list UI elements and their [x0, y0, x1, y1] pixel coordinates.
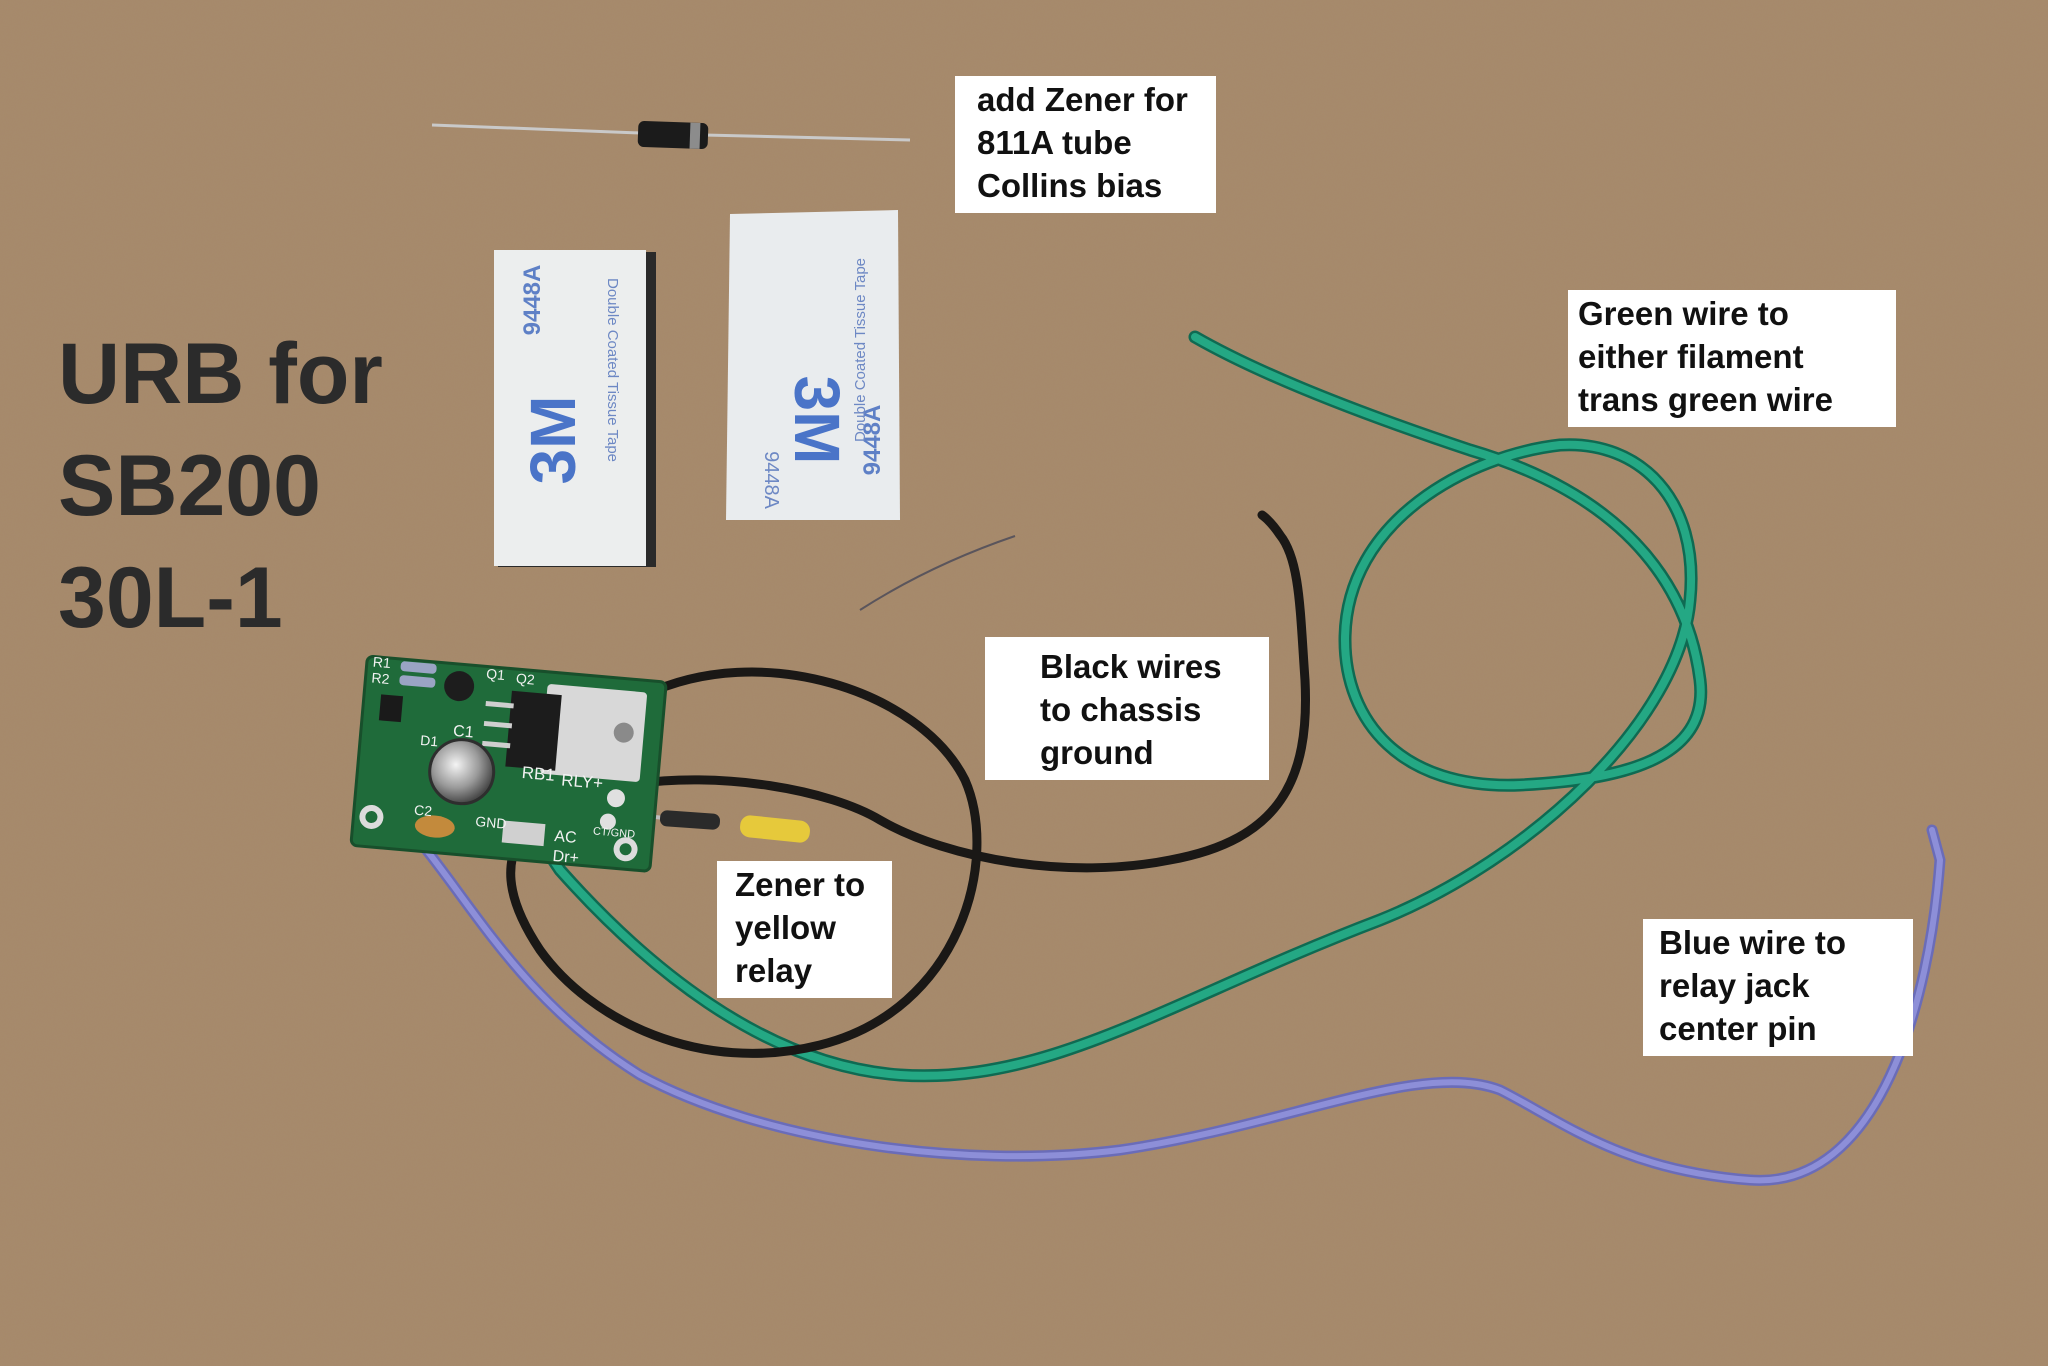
tape-desc-text-2: Double Coated Tissue Tape — [852, 258, 869, 442]
silk-c2: C2 — [414, 802, 433, 820]
annotation-black-wires-line-2: to chassis — [1040, 691, 1202, 728]
silk-ac: AC — [554, 828, 578, 847]
tape-piece-left: 3M 9448A Double Coated Tissue Tape — [494, 250, 656, 567]
annotation-zener-bias-line-1: add Zener for — [977, 81, 1188, 118]
title-line-3: 30L-1 — [58, 550, 283, 646]
tape-piece-right: 3M 9448A Double Coated Tissue Tape 9448A — [726, 210, 900, 520]
silk-rb1: RB1 — [521, 763, 556, 785]
annotation-blue-wire: Blue wire to relay jack center pin — [1643, 919, 1913, 1056]
annotation-zener-relay-line-2: yellow — [735, 909, 836, 946]
annotation-black-wires: Black wires to chassis ground — [985, 637, 1269, 780]
annotation-zener-relay-line-1: Zener to — [735, 866, 866, 903]
silk-gnd: GND — [475, 813, 507, 832]
silk-q1: Q1 — [486, 665, 506, 683]
relay-wire-stub — [609, 810, 810, 843]
annotation-green-wire-line-2: either filament — [1578, 338, 1804, 375]
annotation-zener-bias-line-3: Collins bias — [977, 167, 1163, 204]
title-line-1: URB for — [58, 326, 383, 422]
silk-dr: Dr+ — [552, 848, 580, 867]
black-wires — [506, 510, 1311, 1058]
silk-r2: R2 — [371, 669, 390, 687]
silk-q2: Q2 — [515, 670, 535, 688]
tape-desc-text: Double Coated Tissue Tape — [604, 278, 621, 462]
pen-mark — [859, 535, 1016, 611]
silk-ctgnd: CT/GND — [592, 825, 635, 841]
annotation-zener-bias-line-2: 811A tube — [977, 124, 1132, 161]
annotation-blue-wire-line-2: relay jack — [1659, 967, 1810, 1004]
annotation-green-wire: Green wire to either filament trans gree… — [1568, 290, 1896, 427]
annotation-black-wires-line-3: ground — [1040, 734, 1154, 771]
title-line-2: SB200 — [58, 438, 321, 534]
annotation-blue-wire-line-1: Blue wire to — [1659, 924, 1847, 961]
tape-brand-text: 3M — [517, 396, 589, 485]
annotation-green-wire-line-3: trans green wire — [1578, 381, 1833, 418]
annotation-blue-wire-line-3: center pin — [1659, 1010, 1817, 1047]
tape-part-text-3: 9448A — [760, 451, 782, 509]
annotation-zener-bias: add Zener for 811A tube Collins bias — [955, 76, 1216, 213]
annotation-black-wires-line-1: Black wires — [1040, 648, 1222, 685]
annotation-zener-relay-line-3: relay — [735, 952, 813, 989]
annotation-zener-relay: Zener to yellow relay — [717, 861, 892, 998]
silk-r1: R1 — [372, 654, 391, 672]
circuit-board: R1 R2 Q1 Q2 C1 D1 RB1 RLY+ GND AC Dr+ CT… — [349, 654, 668, 873]
annotation-green-wire-line-1: Green wire to — [1578, 295, 1789, 332]
tape-part-text: 9448A — [519, 265, 546, 336]
silk-rly: RLY+ — [561, 770, 604, 793]
silk-c1: C1 — [452, 723, 474, 742]
zener-diode — [431, 120, 911, 150]
tape-part-text-2: 9448A — [859, 405, 886, 476]
silk-d1: D1 — [420, 732, 439, 750]
photo-title: URB for SB200 30L-1 — [58, 318, 383, 654]
tape-brand-text-2: 3M — [781, 376, 853, 465]
